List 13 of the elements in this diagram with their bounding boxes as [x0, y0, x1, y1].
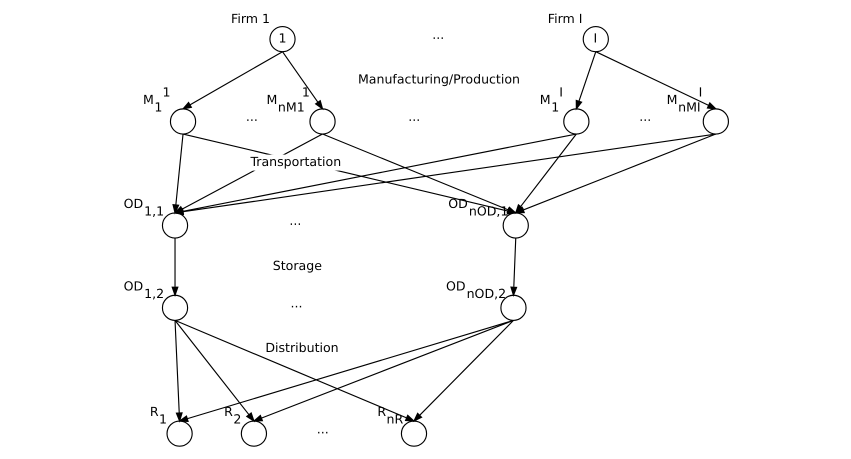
label: ··· — [288, 216, 301, 232]
label: Storage — [272, 258, 322, 273]
label: Transportation — [250, 154, 341, 169]
label: ··· — [638, 112, 651, 128]
label: Distribution — [264, 340, 338, 356]
label: ··· — [290, 299, 302, 314]
label: ··· — [408, 112, 420, 128]
label: Manufacturing/Production — [357, 71, 520, 86]
node-label: Firm 1 — [230, 10, 270, 26]
label: ··· — [432, 30, 444, 46]
label: ··· — [316, 424, 328, 440]
node-label: Firm I — [547, 10, 582, 26]
label: ··· — [245, 112, 258, 128]
